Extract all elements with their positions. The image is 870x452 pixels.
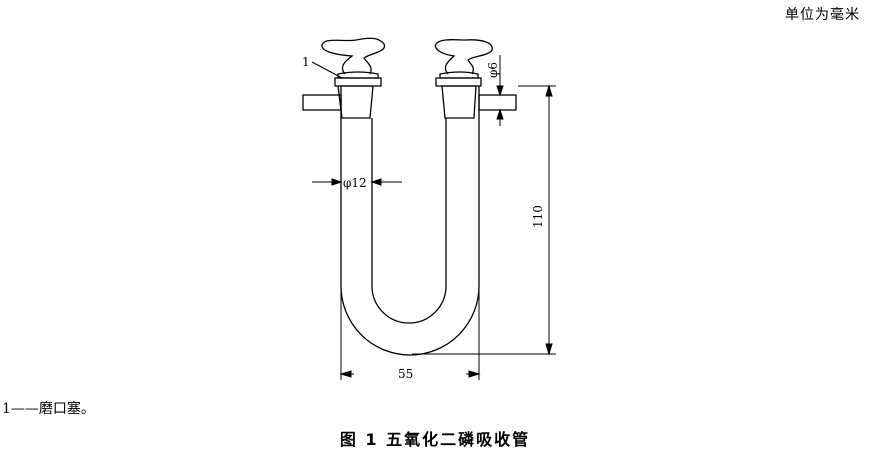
left-side-arm bbox=[302, 94, 342, 111]
height-110-label: 110 bbox=[531, 205, 545, 228]
width-55-label: 55 bbox=[398, 367, 413, 381]
height-110-dimension bbox=[412, 84, 556, 356]
phi6-dimension bbox=[484, 55, 512, 126]
unit-note: 单位为毫米 bbox=[785, 7, 860, 23]
u-tube-inner-wall bbox=[371, 118, 447, 324]
phi12-dimension bbox=[312, 178, 402, 186]
part-1-leader bbox=[311, 61, 343, 79]
right-stopper bbox=[434, 39, 493, 119]
legend-item-1: 1——磨口塞。 bbox=[2, 401, 95, 417]
part-1-label: 1 bbox=[302, 55, 310, 69]
left-stopper bbox=[321, 37, 386, 119]
u-tube-diagram: 1 φ6 φ12 110 55 bbox=[302, 37, 556, 381]
phi6-label: φ6 bbox=[486, 62, 500, 78]
phi12-label: φ12 bbox=[343, 176, 367, 190]
width-55-dimension bbox=[339, 290, 481, 380]
right-side-arm bbox=[478, 94, 517, 111]
figure-caption: 图 1 五氧化二磷吸收管 bbox=[339, 430, 531, 449]
u-tube-outer-wall bbox=[340, 86, 480, 356]
